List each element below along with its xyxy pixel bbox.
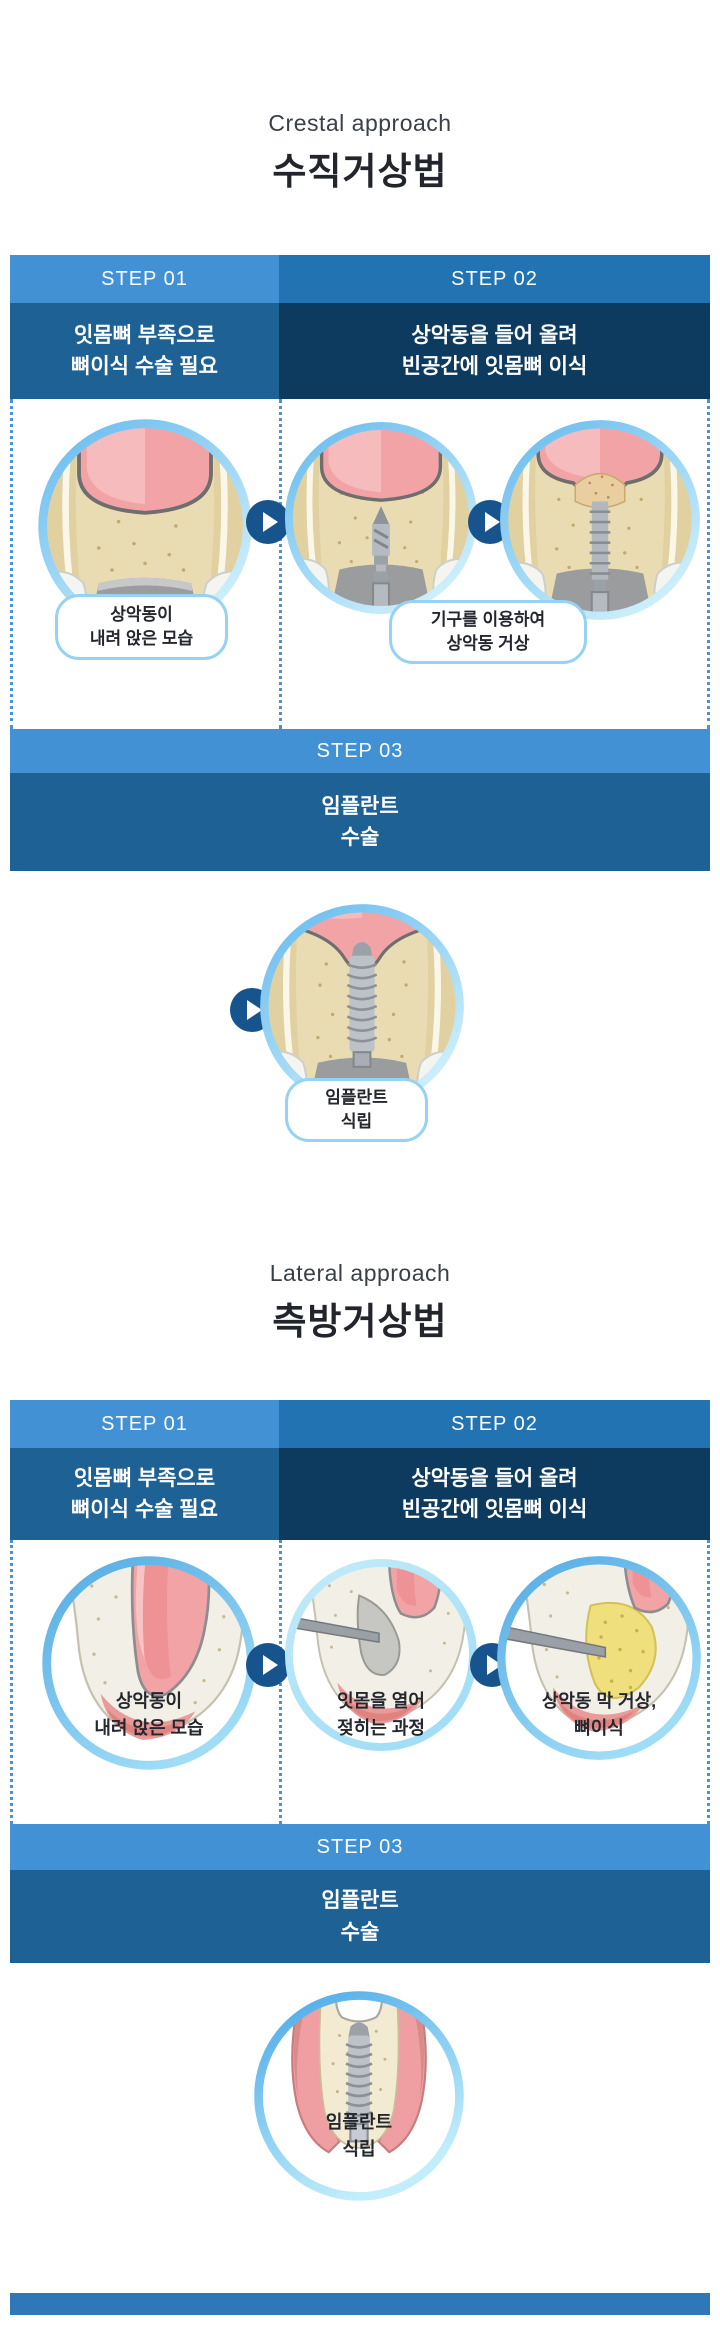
section-title-english: Crestal approach [268,110,452,136]
surgical-instrument [503,1621,607,1658]
dotted-border-left [10,1540,13,1824]
implant-screw [345,2022,373,2143]
caption-sunken-sinus: 상악동이 내려 앉은 모습 [94,1691,204,1738]
section-title-english: Lateral approach [269,1260,451,1286]
step-03-description: 임플란트 수술 [10,773,710,871]
step-02-header: STEP 02 [279,1400,710,1448]
steps-band: STEP 01 잇몸뼈 부족으로 뼈이식 수술 필요 STEP 02 상악동을 … [10,255,710,399]
caption-implant-placement: 임플란트 식립 [285,1078,428,1142]
section-title-korean: 측방거상법 [272,1301,448,1342]
step-02-description: 상악동을 들어 올려 빈공간에 잇몸뼈 이식 [279,303,710,399]
section-lateral-approach: Lateral approach 측방거상법 STEP 01 잇몸뼈 부족으로 … [0,1240,720,2340]
sunken-sinus-lateral-illustration [39,1553,259,1773]
step-02-column: STEP 02 상악동을 들어 올려 빈공간에 잇몸뼈 이식 [279,1400,710,1540]
step-03-band: STEP 03 임플란트 수술 [10,729,710,871]
membrane-lift-graft-illustration [494,1553,704,1763]
implant-screw [346,941,378,1068]
sinus-lifted-graft-illustration [497,417,703,623]
step-02-description: 상악동을 들어 올려 빈공간에 잇몸뼈 이식 [279,1448,710,1540]
step-01-description: 잇몸뼈 부족으로 뼈이식 수술 필요 [10,1448,279,1540]
steps-band: STEP 01 잇몸뼈 부족으로 뼈이식 수술 필요 STEP 02 상악동을 … [10,1400,710,1540]
implant-placement-illustration [257,901,467,1111]
play-icon [246,1643,290,1687]
footer-bar [10,2293,710,2315]
step-03-band: STEP 03 임플란트 수술 [10,1824,710,1963]
step-03-illustration-area: 임플란트 식립 [10,1963,710,2340]
implant-placement-lateral-illustration [251,1988,467,2204]
step-01-header: STEP 01 [10,1400,279,1448]
section-title-korean: 수직거상법 [272,151,448,192]
step-03-header: STEP 03 [10,1824,710,1870]
dotted-border-middle [279,399,282,729]
step-03-description: 임플란트 수술 [10,1870,710,1963]
caption-flap-opening: 잇몸을 열어 젖히는 과정 [337,1691,425,1738]
drill-tool [372,506,390,609]
caption-tool-lift: 기구를 이용하여 상악동 거상 [389,600,587,664]
step-01-column: STEP 01 잇몸뼈 부족으로 뼈이식 수술 필요 [10,255,279,399]
dotted-border-right [707,399,710,729]
step-illustrations-area: 상악동이 내려 앉은 모습 기구를 이용하여 상악동 거상 [10,399,710,729]
step-03-header: STEP 03 [10,729,710,773]
dotted-border-right [707,1540,710,1824]
step-01-header: STEP 01 [10,255,279,303]
caption-membrane-lift-graft: 상악동 막 거상, 뼈이식 [541,1691,657,1738]
step-01-column: STEP 01 잇몸뼈 부족으로 뼈이식 수술 필요 [10,1400,279,1540]
section-crestal-approach: Crestal approach 수직거상법 STEP 01 잇몸뼈 부족으로 … [0,0,720,1240]
gum-flap-opening-illustration [282,1556,480,1754]
step-03-illustration-area: 임플란트 식립 [10,871,710,1240]
step-01-description: 잇몸뼈 부족으로 뼈이식 수술 필요 [10,303,279,399]
step-illustrations-area: 상악동이 내려 앉은 모습 [10,1540,710,1824]
caption-sunken-sinus: 상악동이 내려 앉은 모습 [55,594,228,660]
sinus-drill-illustration [282,419,480,617]
play-icon [246,500,290,544]
dotted-border-left [10,399,13,729]
step-02-header: STEP 02 [279,255,710,303]
step-02-column: STEP 02 상악동을 들어 올려 빈공간에 잇몸뼈 이식 [279,255,710,399]
bone-graft [574,472,626,509]
implant-screw [589,501,611,614]
caption-implant-placement: 임플란트 식립 [325,2112,393,2159]
